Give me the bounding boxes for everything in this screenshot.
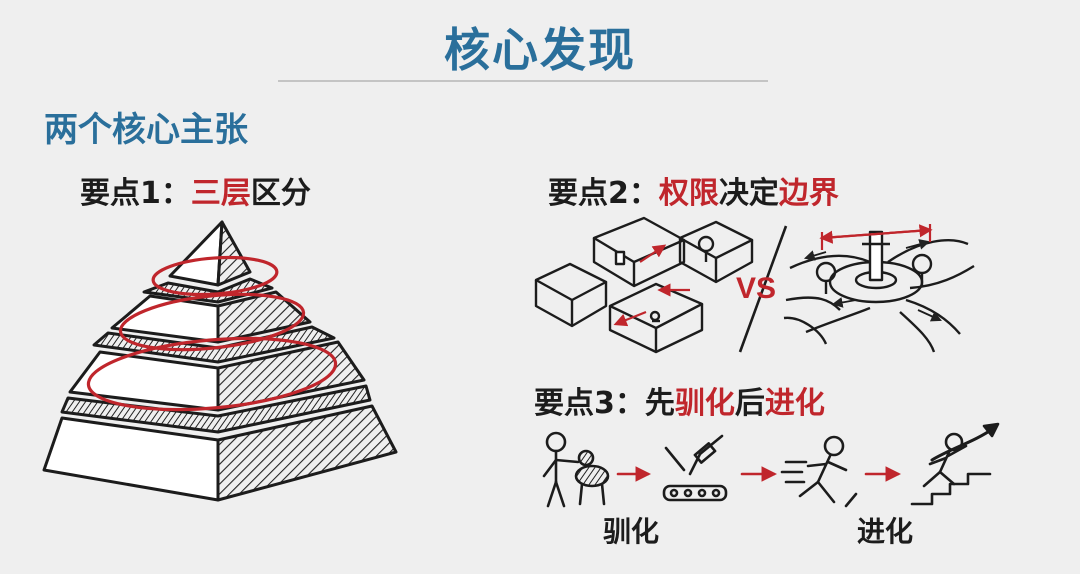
- point-2-prefix: 要点2：: [548, 176, 659, 211]
- running-person-icon: [780, 435, 858, 508]
- point-3-then: 后: [734, 386, 765, 421]
- tame-then-evolve-flow: [542, 422, 1000, 508]
- walled-rooms-sketch: [534, 216, 754, 354]
- title-divider: [278, 80, 768, 82]
- permission-boundary-illustration: [534, 216, 975, 354]
- three-layer-pyramid-illustration: [42, 220, 398, 502]
- point-3-prefix: 要点3：: [534, 386, 645, 421]
- vs-label: VS: [736, 272, 776, 305]
- point-1-highlight: 三层: [190, 176, 251, 211]
- person-with-dog-icon: [542, 431, 610, 508]
- training-machine-icon: [662, 434, 728, 502]
- point-2-mid: 决定: [718, 176, 779, 211]
- point-1-prefix: 要点1：: [80, 176, 191, 211]
- point-2-highlight-permission: 权限: [658, 176, 719, 211]
- point-2-highlight-boundary: 边界: [778, 176, 839, 211]
- point-3-first: 先: [644, 386, 675, 421]
- page-title: 核心发现: [444, 23, 636, 77]
- section-subtitle: 两个核心主张: [44, 110, 248, 150]
- point-1-suffix: 区分: [250, 176, 311, 211]
- point-1-heading: 要点1：三层区分: [80, 168, 311, 212]
- evolve-step-label: 进化: [857, 515, 914, 548]
- tame-step-label: 驯化: [603, 515, 660, 548]
- climbing-stairs-icon: [910, 422, 1000, 506]
- roundabout-sketch: [783, 230, 975, 353]
- point-3-highlight-evolve: 进化: [764, 386, 825, 421]
- point-2-heading: 要点2：权限决定边界: [548, 168, 839, 212]
- point-3-heading: 要点3：先驯化后进化: [534, 378, 825, 422]
- point-3-highlight-tame: 驯化: [674, 386, 735, 421]
